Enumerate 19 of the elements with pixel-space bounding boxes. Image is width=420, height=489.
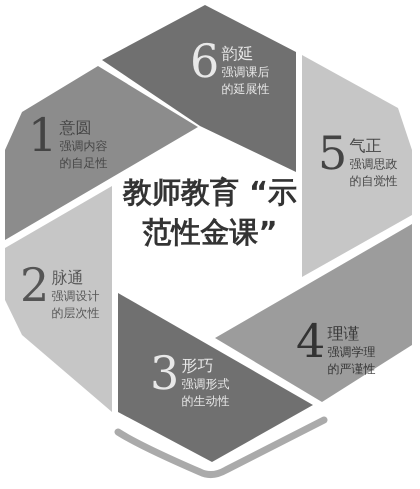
segment-description: 强调课后的延展性 — [221, 64, 270, 98]
segment-heading: 气正 — [349, 136, 382, 156]
segment-heading: 脉通 — [51, 268, 84, 288]
segment-description: 强调形式的生动性 — [181, 376, 230, 410]
segment-description: 强调内容的自足性 — [59, 138, 108, 172]
segment-heading: 意圆 — [59, 118, 92, 138]
step-number: 6 — [190, 38, 220, 84]
segment-description: 强调思政的自觉性 — [349, 156, 398, 190]
segment-description: 强调设计的层次性 — [51, 288, 100, 322]
segment-heading: 形巧 — [181, 356, 214, 376]
segment-heading: 理谨 — [327, 324, 360, 344]
segment-heading: 韵延 — [221, 44, 254, 64]
step-number: 1 — [28, 112, 58, 158]
segment-description: 强调学理的严谨性 — [327, 344, 376, 378]
step-number: 5 — [318, 130, 348, 176]
step-number: 2 — [20, 262, 50, 308]
step-number: 4 — [296, 318, 326, 364]
step-number: 3 — [150, 350, 180, 396]
center-title: 教师教育 “示范性金课” — [122, 174, 298, 251]
